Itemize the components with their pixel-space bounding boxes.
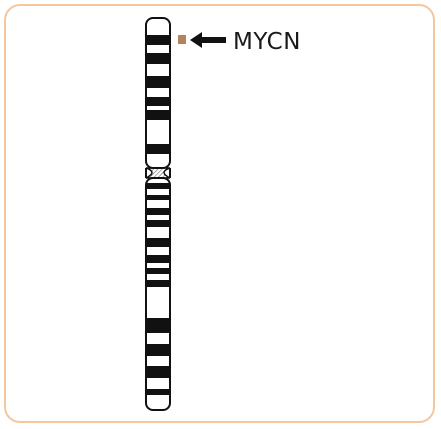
centromere	[145, 167, 171, 179]
band-q8	[146, 280, 170, 287]
band-p4	[146, 97, 170, 106]
band-q11	[146, 366, 170, 378]
band-q1	[146, 183, 170, 189]
figure-frame	[4, 4, 435, 423]
q-arm	[145, 177, 171, 411]
band-q12	[146, 389, 170, 395]
band-q2	[146, 195, 170, 200]
band-q4	[146, 220, 170, 227]
arrow-left-icon	[190, 32, 226, 48]
band-p6	[146, 144, 170, 154]
band-q6	[146, 255, 170, 263]
band-p3	[146, 76, 170, 88]
band-p5	[146, 110, 170, 120]
p-arm	[145, 17, 171, 169]
band-q5	[146, 238, 170, 247]
band-p1	[146, 35, 170, 45]
gene-locus-marker	[178, 35, 186, 44]
band-q9	[146, 318, 170, 333]
gene-label: MYCN	[233, 29, 301, 55]
band-q10	[146, 344, 170, 356]
band-p2	[146, 53, 170, 64]
band-q7	[146, 268, 170, 274]
band-q3	[146, 208, 170, 215]
